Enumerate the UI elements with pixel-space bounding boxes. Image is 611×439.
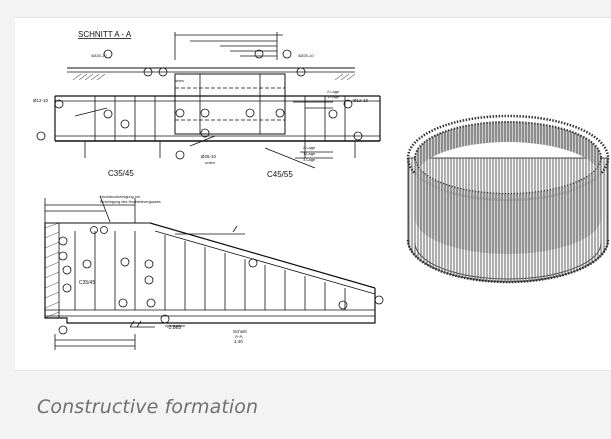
schnitt-scale-label: 1:40	[234, 339, 243, 344]
foundation-drawing	[44, 195, 384, 350]
section-a-a-drawing	[36, 32, 381, 169]
section-title: SCHNITT A - A	[78, 30, 132, 39]
schnitt-ref-label: A-A	[235, 334, 243, 339]
oben-label: oben	[175, 78, 184, 83]
layer-top-1-label: 1.Lage	[327, 94, 340, 99]
foundation-concrete-label: C35/45	[79, 280, 95, 286]
note-line-2: Einbringung des Hochfestvergusses	[100, 200, 161, 204]
bottom-divider	[15, 370, 611, 371]
concrete-right-label: C45/55	[267, 170, 293, 179]
schnitt-label: Schnitt	[233, 329, 248, 334]
layer-3-label: 3.Lage	[303, 157, 316, 162]
bars-left-label: Ø12-10	[33, 98, 49, 103]
bars-top-right-label: 4Ø25-10	[298, 53, 314, 58]
layer-top-2-label: 2.Lage	[327, 89, 340, 94]
note-line-1: Hochdruckreinigung vor	[100, 195, 141, 199]
top-divider	[15, 17, 611, 18]
layer-2-label: 2.Lage	[303, 145, 316, 150]
level-label: -2.865	[167, 325, 181, 331]
layer-1-label: 1.Lage	[303, 151, 316, 156]
bars-top-left-label: 4Ø25-10	[91, 53, 107, 58]
bars-bottom-label: Ø25-10	[201, 154, 217, 159]
reinforcement-cage-image	[406, 114, 610, 284]
concrete-left-label: C35/45	[108, 169, 134, 178]
unten-label: unten	[205, 160, 215, 165]
figure-image: SCHNITT A - A 4Ø25-10 4Ø25-10 oben Ø12-1…	[15, 18, 611, 370]
bars-right-label: Ø12-10	[353, 98, 369, 103]
technical-drawing: SCHNITT A - A 4Ø25-10 4Ø25-10 oben Ø12-1…	[33, 30, 610, 350]
foundation-hatching	[44, 222, 60, 319]
figure-caption: Constructive formation	[37, 396, 259, 418]
section-hatching	[72, 73, 356, 81]
